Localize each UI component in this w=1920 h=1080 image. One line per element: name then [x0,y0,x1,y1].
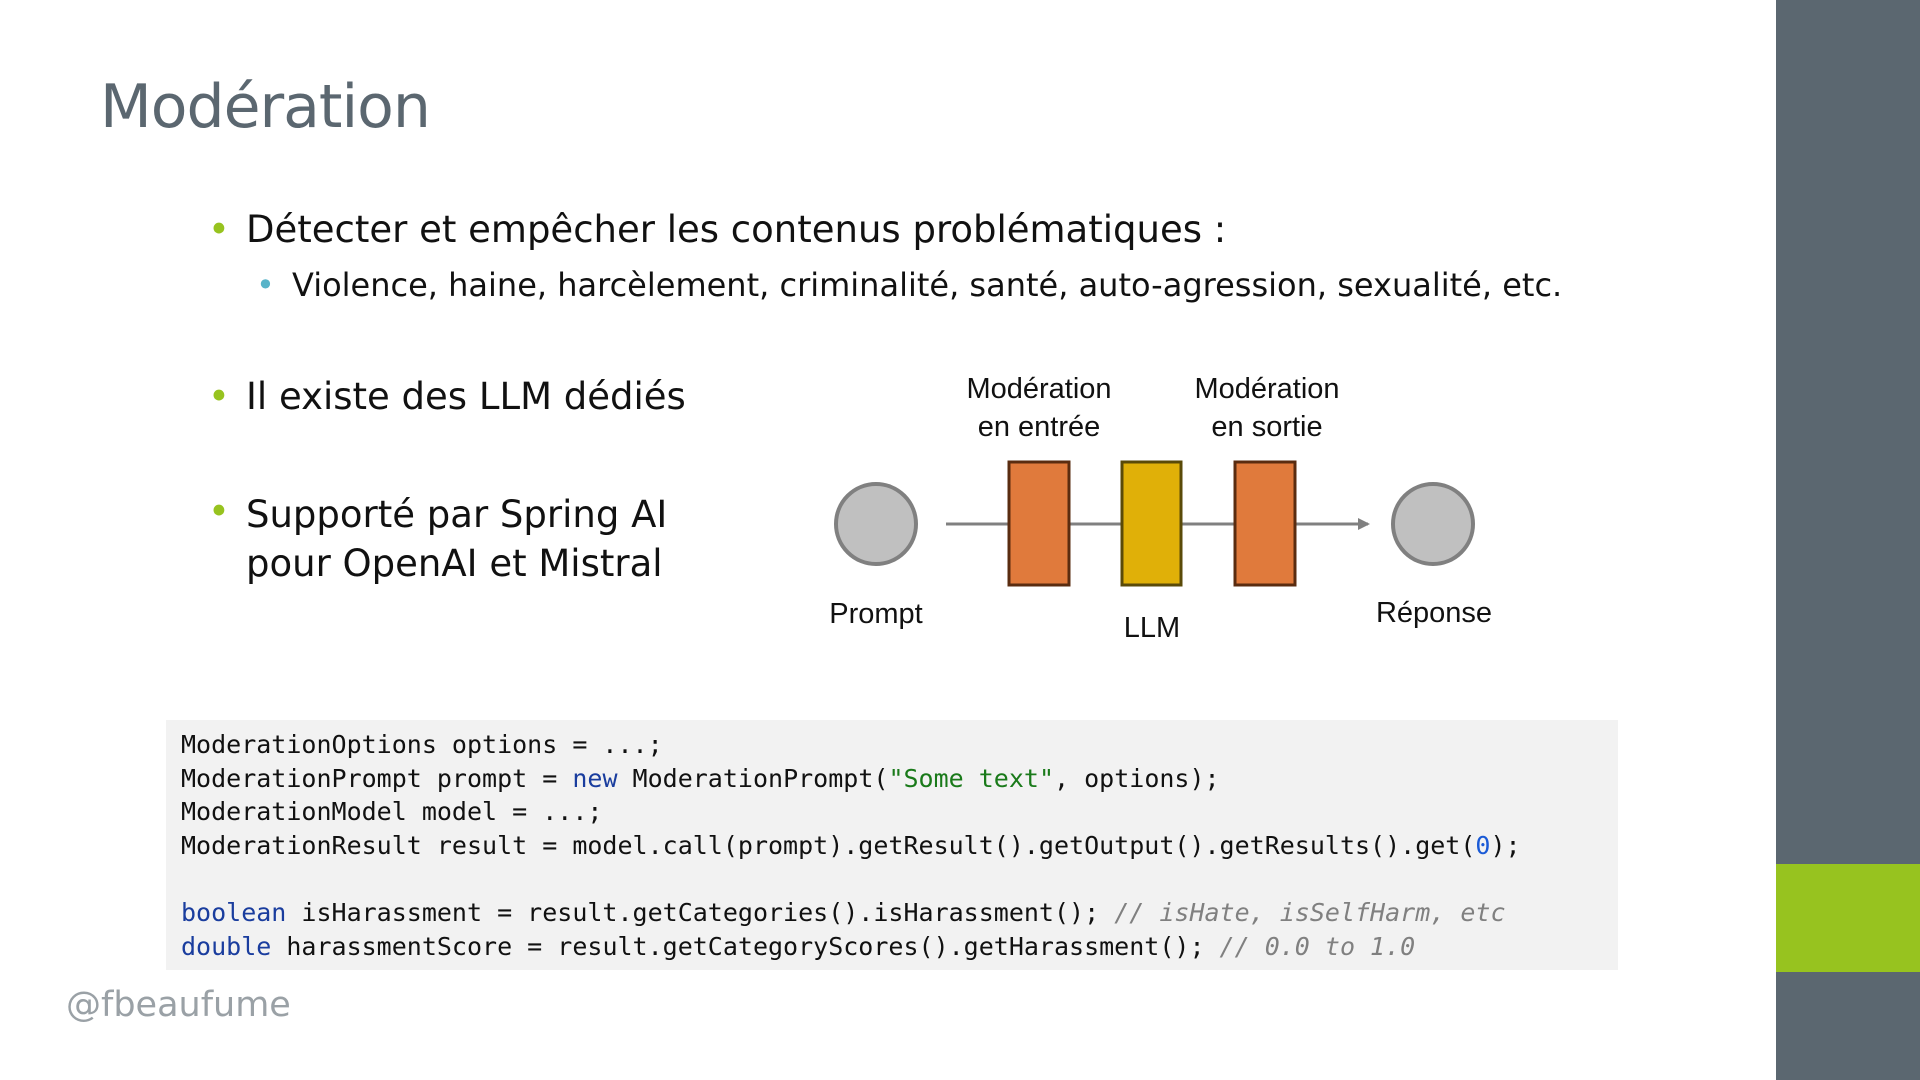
input-moderation-label: en entrée [978,411,1101,443]
code-number: 0 [1475,830,1491,860]
code-text: ModerationOptions options = ...; [181,730,663,759]
prompt-label: Prompt [829,598,922,630]
code-line: double harassmentScore = result.getCateg… [181,930,1618,964]
slide-title: Modération [100,72,431,142]
code-line: ModerationPrompt prompt = new Moderation… [181,762,1618,796]
input-moderation-label: Modération [966,373,1111,405]
prompt-node [834,482,918,566]
input-moderation-box [1007,460,1071,587]
bullet-marker: • [208,375,230,418]
output-moderation-label: en sortie [1211,411,1322,443]
code-line: ModerationOptions options = ...; [181,728,1618,762]
response-node [1391,482,1475,566]
llm-label: LLM [1124,612,1180,644]
bullet-marker: • [256,266,275,304]
code-keyword: double [181,931,272,961]
code-text: , options); [1054,763,1220,793]
bullet-line: pour OpenAI et Mistral [246,542,663,585]
code-line: ModerationResult result = model.call(pro… [181,829,1618,863]
code-text: ); [1490,830,1521,860]
author-handle: @fbeaufume [66,985,291,1025]
code-text: ModerationPrompt( [617,763,889,793]
code-text: ModerationPrompt prompt = [181,763,573,793]
code-comment: // isHate, isSelfHarm, etc [1114,897,1506,927]
bullet-text: Violence, haine, harcèlement, criminalit… [292,266,1563,304]
output-moderation-label: Modération [1194,373,1339,405]
bullet-text: Il existe des LLM dédiés [246,375,686,418]
code-line: ModerationModel model = ...; [181,795,1618,829]
code-line: boolean isHarassment = result.getCategor… [181,896,1618,930]
code-keyword: new [572,763,618,793]
response-label: Réponse [1376,597,1492,629]
code-keyword: boolean [181,897,287,927]
code-text: ModerationModel model = ...; [181,797,603,827]
output-moderation-box [1233,460,1297,587]
moderation-flow-diagram: Modération en entrée Modération en sorti… [829,373,1492,644]
code-string: "Some text" [888,763,1055,793]
bullet-text: Détecter et empêcher les contenus problé… [246,208,1227,251]
code-text: ModerationResult result = model.call(pro… [181,830,1476,860]
code-line-blank [181,862,1618,896]
bullet-line: Supporté par Spring AI [246,493,668,536]
llm-box [1120,460,1183,587]
sidebar-accent [1776,864,1920,972]
code-text: isHarassment = result.getCategories().is… [286,897,1115,927]
code-block: ModerationOptions options = ...; Moderati… [166,720,1618,970]
bullet-marker: • [208,490,230,533]
bullet-text: Supporté par Spring AI pour OpenAI et Mi… [246,490,667,588]
code-comment: // 0.0 to 1.0 [1219,931,1416,961]
code-text: harassmentScore = result.getCategoryScor… [271,931,1220,961]
bullet-marker: • [208,208,230,251]
